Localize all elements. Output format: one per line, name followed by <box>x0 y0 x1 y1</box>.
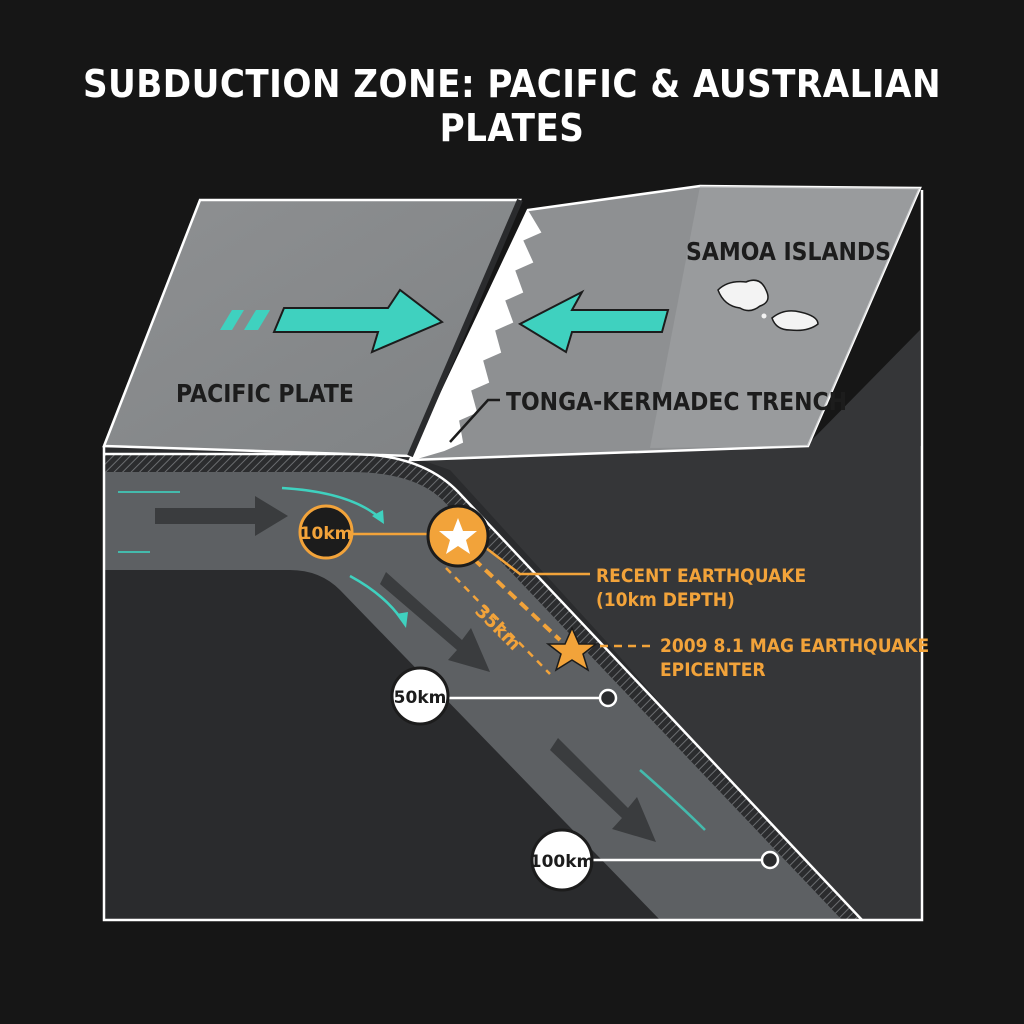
trench-label: TONGA-KERMADEC TRENCH <box>506 387 847 417</box>
flow-line <box>639 769 706 831</box>
motion-dash-icon <box>244 310 270 330</box>
depth50-end-icon <box>598 688 618 708</box>
pacific-plate-label: PACIFIC PLATE <box>176 379 354 409</box>
trench-line <box>407 198 523 458</box>
trench-teeth <box>409 211 542 461</box>
recent-quake-depth-label: (10km DEPTH) <box>596 589 735 611</box>
subducting-slab <box>104 470 860 920</box>
depth-label-100: 100km <box>530 852 595 872</box>
page-title: SUBDUCTION ZONE: PACIFIC & AUSTRALIAN PL… <box>82 62 942 150</box>
islet-icon <box>761 313 767 319</box>
slab-arrow-icon <box>155 496 288 536</box>
quake2009-label: 2009 8.1 MAG EARTHQUAKE <box>660 635 929 657</box>
slab-arrow-icon <box>550 738 656 842</box>
depth-label-10: 10km <box>300 524 353 544</box>
recent-quake-leader <box>485 547 590 576</box>
quake2009-epicenter-label: EPICENTER <box>660 659 766 681</box>
island-icon <box>771 310 819 332</box>
rupture-line <box>460 546 562 642</box>
slab-arrow-icon <box>380 572 490 672</box>
overriding-plate-side <box>410 330 920 920</box>
star-icon <box>439 518 477 554</box>
depth-marker-100 <box>530 828 594 892</box>
pacific-motion-arrow-icon <box>272 288 444 354</box>
distance-line <box>445 567 551 675</box>
depth-label-50: 50km <box>394 688 447 708</box>
flow-arrow-icon <box>396 612 408 628</box>
recent-quake-label: RECENT EARTHQUAKE <box>596 565 806 587</box>
depth-marker-10 <box>298 504 354 560</box>
cross-section <box>102 190 924 922</box>
trench-leader-line <box>449 398 500 443</box>
flow-arrow-icon <box>372 510 384 524</box>
earthquake-annotations: 35km RECENT EARTHQUAKE (10km DEPTH) 2009… <box>350 504 929 681</box>
section-frame <box>102 190 924 922</box>
depth-markers: 10km 50km 100km <box>298 504 780 892</box>
island-icon <box>717 279 769 312</box>
motion-dash-icon <box>220 310 244 330</box>
depth-marker-50 <box>390 666 450 726</box>
surface-blocks: PACIFIC PLATE SAMOA ISLANDS TONGA-KERMAD… <box>102 184 922 462</box>
star-icon <box>545 626 599 672</box>
samoa-islands-label: SAMOA ISLANDS <box>686 237 891 267</box>
depth100-end-icon <box>760 850 780 870</box>
flow-line <box>281 486 381 519</box>
australian-motion-arrow-icon <box>517 289 670 354</box>
